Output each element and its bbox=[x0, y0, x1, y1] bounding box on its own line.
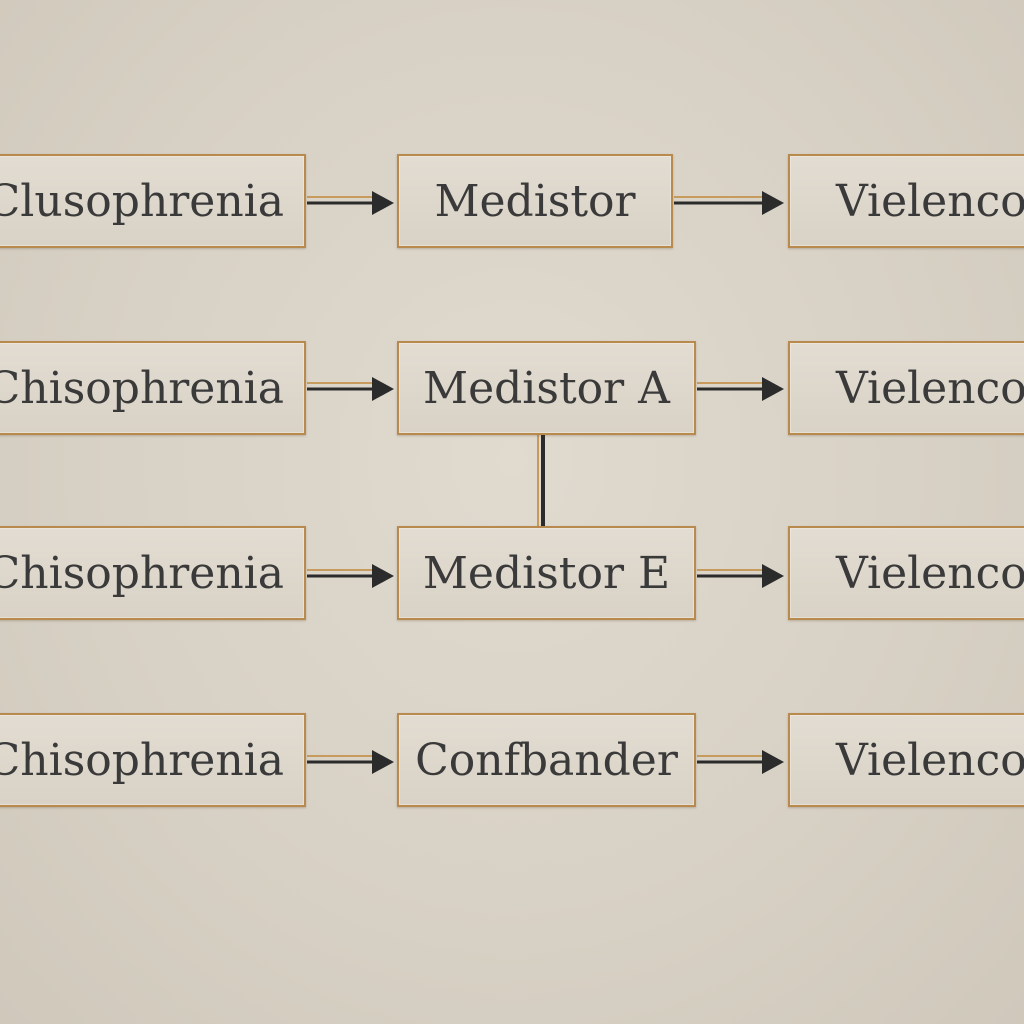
row1-outcome-node: Vielenco bbox=[788, 154, 1024, 248]
row4-exposure-label: Chisophrenia bbox=[0, 734, 284, 786]
row3-exposure-label: Chisophrenia bbox=[0, 547, 284, 599]
edge-row1-exposure-to-middle bbox=[307, 191, 394, 215]
row1-middle-node: Medistor bbox=[397, 154, 673, 248]
row4-exposure-node: Chisophrenia bbox=[0, 713, 306, 807]
row1-exposure-label: Clusophrenia bbox=[0, 175, 284, 227]
row2-exposure-node: Chisophrenia bbox=[0, 341, 306, 435]
row2-middle-node: Medistor A bbox=[397, 341, 696, 435]
edge-row3-middle-to-outcome bbox=[697, 564, 784, 588]
edge-row2-exposure-to-middle bbox=[307, 377, 394, 401]
edge-row1-middle-to-outcome bbox=[674, 191, 784, 215]
row4-outcome-label: Vielenco bbox=[836, 734, 1024, 786]
row3-exposure-node: Chisophrenia bbox=[0, 526, 306, 620]
row1-exposure-node: Clusophrenia bbox=[0, 154, 306, 248]
row1-middle-label: Medistor bbox=[434, 175, 636, 227]
row2-middle-label: Medistor A bbox=[423, 362, 670, 414]
edge-row3-exposure-to-middle bbox=[307, 564, 394, 588]
row4-outcome-node: Vielenco bbox=[788, 713, 1024, 807]
edge-row4-exposure-to-middle bbox=[307, 750, 394, 774]
edge-row2-middle-to-outcome bbox=[697, 377, 784, 401]
row2-outcome-label: Vielenco bbox=[836, 362, 1024, 414]
edge-row4-middle-to-outcome bbox=[697, 750, 784, 774]
row3-middle-label: Medistor E bbox=[422, 547, 671, 599]
row3-outcome-node: Vielenco bbox=[788, 526, 1024, 620]
row3-outcome-label: Vielenco bbox=[836, 547, 1024, 599]
edge-middle-link-vertical bbox=[537, 435, 545, 526]
row1-outcome-label: Vielenco bbox=[836, 175, 1024, 227]
row2-exposure-label: Chisophrenia bbox=[0, 362, 284, 414]
row4-middle-node: Confbander bbox=[397, 713, 696, 807]
row4-middle-label: Confbander bbox=[415, 734, 678, 786]
row2-outcome-node: Vielenco bbox=[788, 341, 1024, 435]
row3-middle-node: Medistor E bbox=[397, 526, 696, 620]
